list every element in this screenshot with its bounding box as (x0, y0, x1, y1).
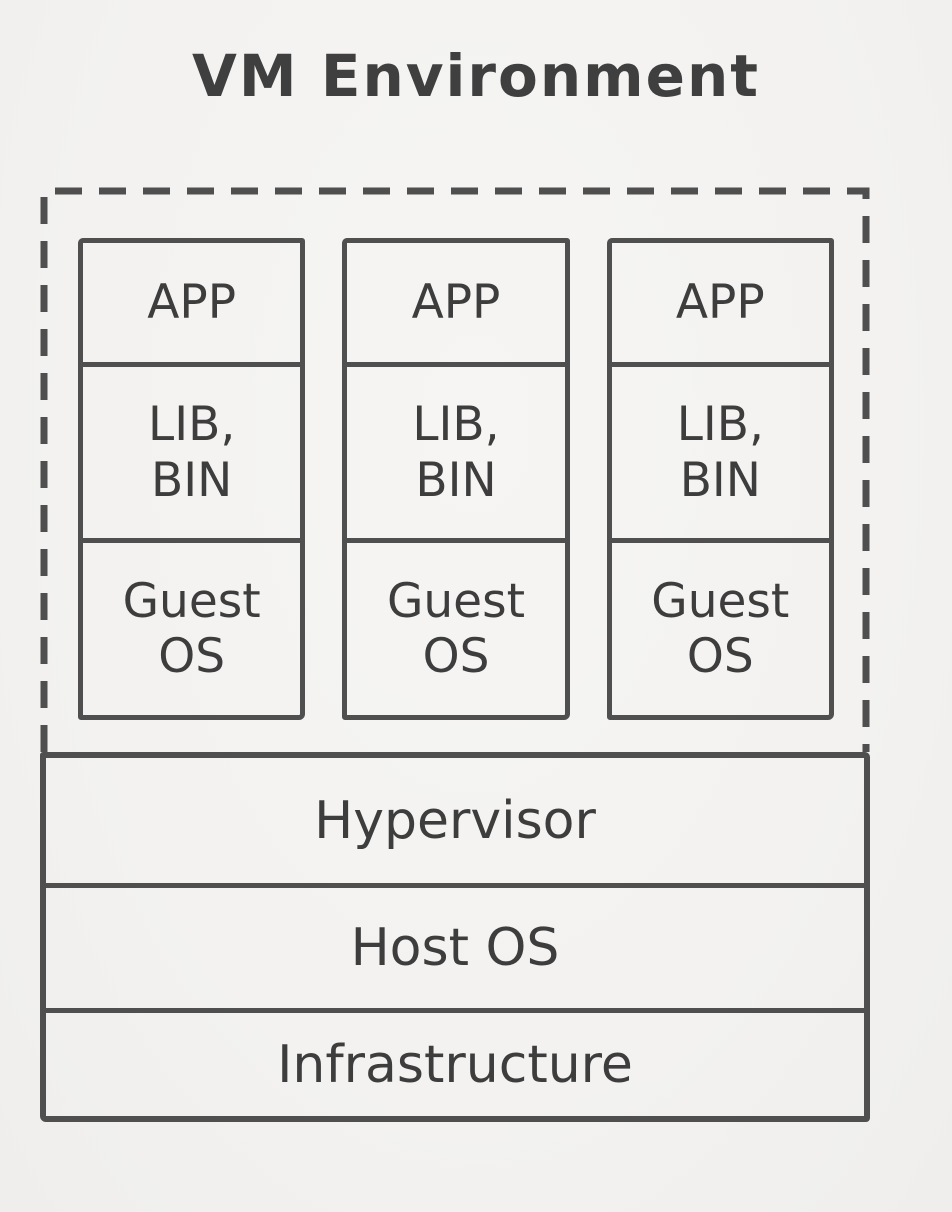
diagram-title: VM Environment (192, 42, 760, 110)
vm2-libbin-cell: LIB, BIN (347, 362, 565, 538)
host-stack-box: Hypervisor Host OS Infrastructure (40, 752, 870, 1122)
vm-box-2: APP LIB, BIN Guest OS (342, 238, 570, 720)
vm-row: APP LIB, BIN Guest OS APP LIB, BIN Guest… (78, 238, 834, 720)
vm3-guestos-cell: Guest OS (611, 538, 829, 715)
vm3-app-cell: APP (675, 274, 765, 330)
hypervisor-layer: Hypervisor (314, 790, 596, 851)
vm1-app-cell: APP (147, 274, 237, 330)
host-os-layer: Host OS (46, 883, 864, 1008)
vm3-libbin-cell: LIB, BIN (611, 362, 829, 538)
vm2-app-cell: APP (411, 274, 501, 330)
vm-box-3: APP LIB, BIN Guest OS (606, 238, 834, 720)
dashed-boundary-border (40, 187, 870, 752)
vm1-libbin-cell: LIB, BIN (83, 362, 301, 538)
infrastructure-layer: Infrastructure (46, 1008, 864, 1116)
vm-box-1: APP LIB, BIN Guest OS (78, 238, 306, 720)
vm2-guestos-cell: Guest OS (347, 538, 565, 715)
vm1-guestos-cell: Guest OS (83, 538, 301, 715)
vm-environment-boundary: APP LIB, BIN Guest OS APP LIB, BIN Guest… (40, 186, 870, 752)
